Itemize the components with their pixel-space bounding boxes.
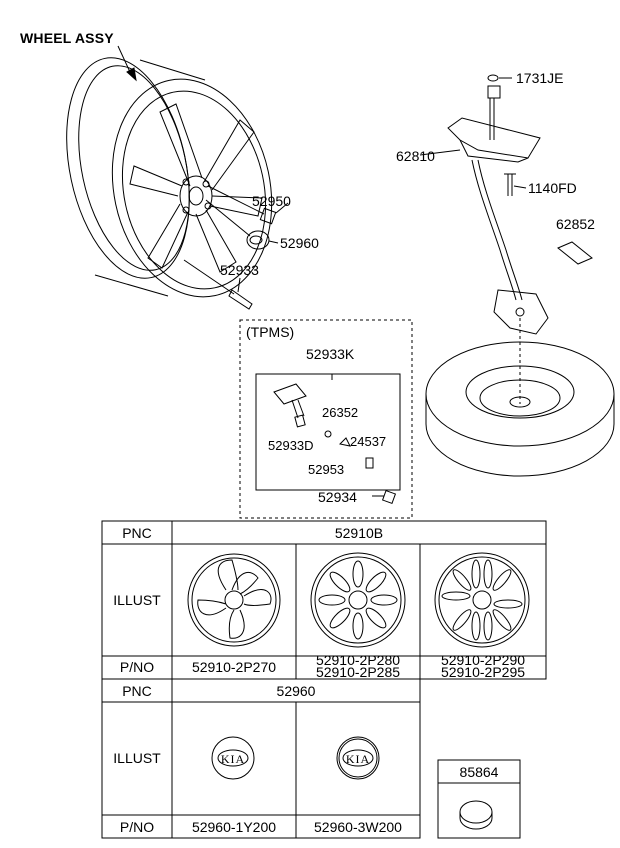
table1-pno-2p290: 52910-2P290	[440, 652, 526, 668]
wheel-illustration-2p270	[187, 553, 281, 647]
table2-pno-3w200: 52960-3W200	[314, 819, 402, 835]
table1-illust-label: ILLUST	[113, 592, 161, 608]
part-label-62852: 62852	[556, 216, 595, 232]
part-label-1731je: 1731JE	[516, 70, 564, 86]
center-cap-illustration-1y200	[211, 736, 255, 780]
table2-pnc-value: 52960	[276, 683, 316, 699]
part-label-52953: 52953	[308, 462, 345, 477]
table1-pno-2p285: 52910-2P285	[315, 664, 401, 680]
wheel-illustration-2p290	[434, 552, 530, 648]
table-52960	[101, 678, 421, 839]
table2-pno-1y200: 52960-1Y200	[191, 819, 277, 835]
wheel-assembly-illustration	[66, 45, 289, 310]
part-label-52933k: 52933K	[306, 346, 355, 362]
part-label-62810: 62810	[396, 148, 435, 164]
part-label-52934: 52934	[318, 489, 357, 505]
table1-pnc-value: 52910B	[334, 525, 384, 541]
table1-pno-2p270: 52910-2P270	[191, 659, 277, 675]
spare-tire-carrier-illustration	[419, 74, 615, 477]
part-label-1140fd: 1140FD	[528, 180, 577, 196]
wheel-assy-title: WHEEL ASSY	[20, 30, 114, 46]
part-label-52933d: 52933D	[268, 438, 314, 453]
tpms-kit-box	[239, 319, 413, 519]
box3-pnc: 85864	[459, 764, 499, 780]
table2-illust-label: ILLUST	[113, 750, 161, 766]
part-label-52950: 52950	[252, 193, 291, 209]
wheel-illustration-2p280	[310, 552, 406, 648]
tpms-header: (TPMS)	[246, 324, 295, 340]
part-label-24537: 24537	[350, 434, 387, 449]
part-label-52960: 52960	[280, 235, 319, 251]
table2-pno-label: P/NO	[119, 819, 155, 835]
table1-pno-label: P/NO	[119, 659, 155, 675]
part-label-26352: 26352	[322, 405, 359, 420]
center-cap-illustration-3w200	[336, 736, 380, 780]
plug-box-85864	[437, 759, 521, 839]
table1-pnc-label: PNC	[122, 525, 152, 541]
table-52910b	[101, 520, 547, 680]
table1-pno-2p295: 52910-2P295	[440, 664, 526, 680]
part-label-52933: 52933	[220, 262, 259, 278]
kia-badge-text-1: KIA	[220, 752, 246, 766]
table2-pnc-label: PNC	[122, 683, 152, 699]
kia-badge-text-2: KIA	[345, 752, 371, 766]
table1-pno-2p280: 52910-2P280	[315, 652, 401, 668]
